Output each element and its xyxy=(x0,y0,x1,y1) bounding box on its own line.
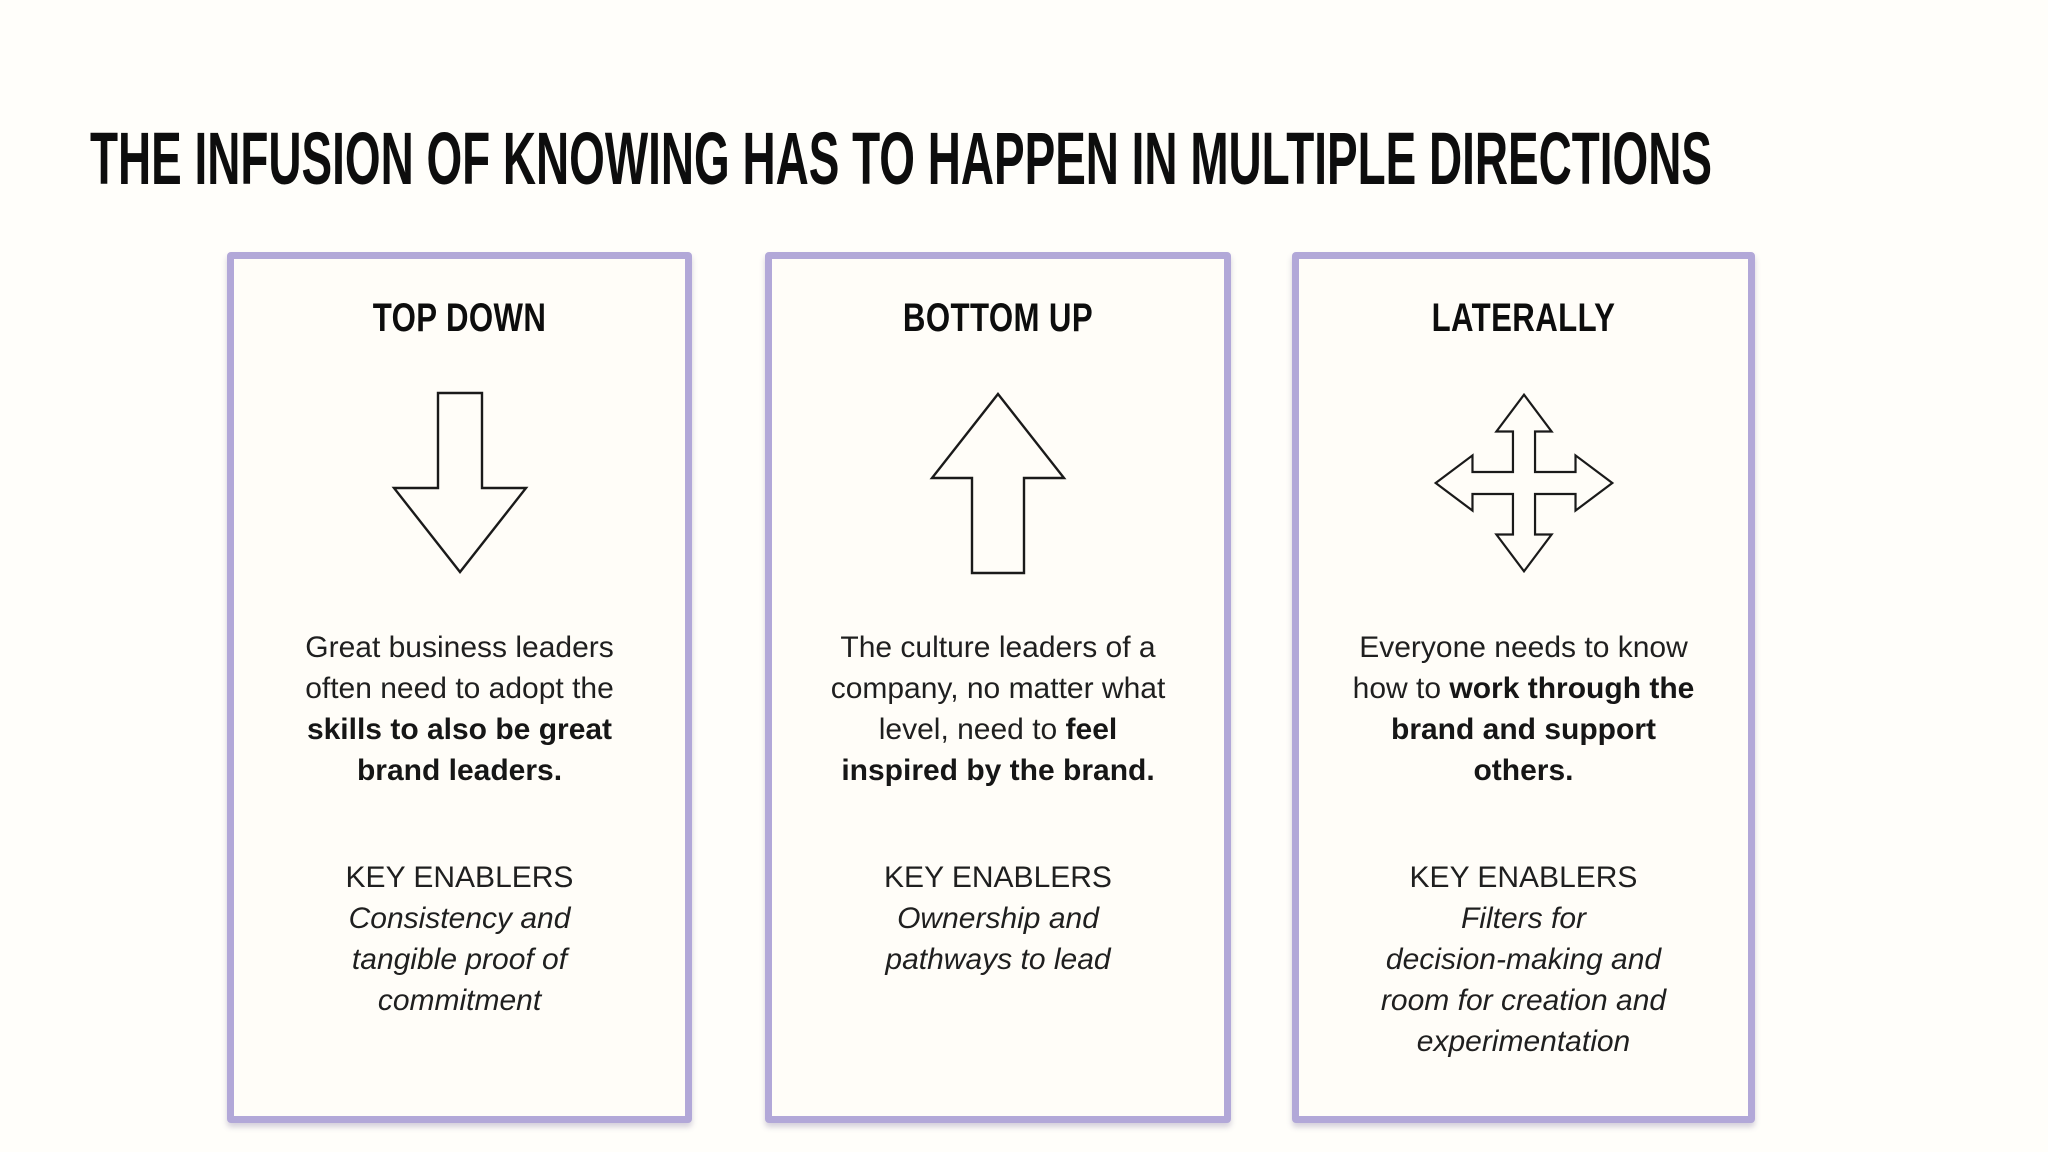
arrow-up-icon xyxy=(772,391,1224,575)
body-bold-text: skills to also be great brand leaders. xyxy=(306,713,613,787)
body-regular-text: Great business leaders often need to ado… xyxy=(305,631,614,705)
key-enablers-label: KEY ENABLERS xyxy=(345,861,574,894)
key-enablers-label: KEY ENABLERS xyxy=(884,861,1112,894)
card-top-down: TOP DOWN Great business leaders often ne… xyxy=(227,252,692,1123)
card-body-text: Great business leaders often need to ado… xyxy=(282,627,638,791)
card-heading: LATERALLY xyxy=(1431,296,1616,340)
body-regular-text: The culture leaders of a company, no mat… xyxy=(830,631,1166,746)
card-body-text: The culture leaders of a company, no mat… xyxy=(820,627,1176,791)
card-heading: TOP DOWN xyxy=(372,296,547,340)
key-enablers-text: Ownership and pathways to lead xyxy=(885,902,1111,976)
key-enablers-text: Filters for decision-making and room for… xyxy=(1380,902,1667,1058)
card-laterally: LATERALLY Everyone needs to know how to … xyxy=(1292,252,1755,1123)
card-bottom-up: BOTTOM UP The culture leaders of a compa… xyxy=(765,252,1231,1123)
body-bold-text: feel inspired by the brand. xyxy=(841,713,1155,787)
card-heading: BOTTOM UP xyxy=(902,296,1094,340)
card-body-text: Everyone needs to know how to work throu… xyxy=(1346,627,1702,791)
page-title: THE INFUSION OF KNOWING HAS TO HAPPEN IN… xyxy=(90,117,1712,200)
key-enablers-text: Consistency and tangible proof of commit… xyxy=(348,902,571,1017)
arrow-four-way-icon xyxy=(1299,391,1748,575)
key-enablers-label: KEY ENABLERS xyxy=(1409,861,1638,894)
body-bold-text: work through the brand and support other… xyxy=(1391,672,1695,787)
body-regular-text: Everyone needs to know how to xyxy=(1352,631,1688,705)
arrow-down-icon xyxy=(234,391,685,575)
